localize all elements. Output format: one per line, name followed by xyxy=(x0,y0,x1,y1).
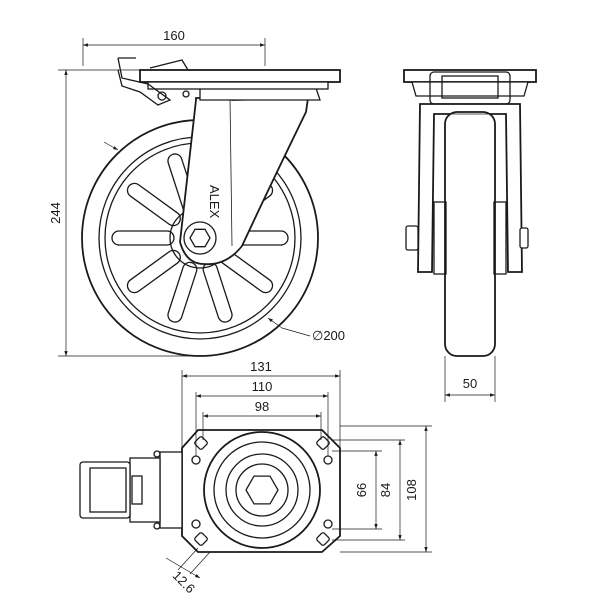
dim-width-total-label: 160 xyxy=(163,28,185,43)
dim-height-total-label: 244 xyxy=(48,202,63,224)
dim-slot-spacing-long: 84 xyxy=(332,439,405,541)
front-fork xyxy=(417,103,523,273)
dim-height-total: 244 xyxy=(48,69,198,357)
mounting-hole-br xyxy=(316,532,330,546)
dim-hole-spacing-outer: 110 xyxy=(195,379,329,456)
dim-plate-offset: 12.6 xyxy=(165,547,211,597)
dim-slot-spacing-long-label: 84 xyxy=(378,483,393,497)
side-view: ALEX 160 244 ∅200 xyxy=(48,28,345,357)
swivel-bearing-ring xyxy=(213,441,311,539)
dim-hole-spacing-inner-label: 98 xyxy=(255,399,269,414)
front-axle-nut-right xyxy=(519,227,529,249)
dim-plate-offset-label: 12.6 xyxy=(170,568,199,597)
fork xyxy=(179,97,310,266)
brake-housing xyxy=(79,450,183,530)
dim-plate-length: 108 xyxy=(340,425,432,553)
dim-slot-spacing-short: 66 xyxy=(332,450,382,530)
brake-lever xyxy=(117,57,190,106)
mounting-hole-bl xyxy=(194,532,208,546)
dim-wheel-diameter-label: ∅200 xyxy=(312,328,345,343)
swivel-bearing-outer xyxy=(203,431,321,549)
dim-wheel-width: 50 xyxy=(444,356,496,402)
axle-nut xyxy=(189,228,211,248)
mounting-hole-tl xyxy=(194,436,208,450)
king-pin-nut xyxy=(245,475,279,505)
dim-plate-width-label: 131 xyxy=(250,359,272,374)
brand-mark: ALEX xyxy=(207,185,222,219)
front-view: 50 xyxy=(403,69,537,402)
front-tyre xyxy=(444,111,496,357)
dim-wheel-width-label: 50 xyxy=(463,376,477,391)
dim-plate-width: 131 xyxy=(181,359,341,448)
dim-hole-spacing-outer-label: 110 xyxy=(252,379,273,394)
top-view: 131 110 98 66 84 xyxy=(79,359,432,597)
swivel-head xyxy=(199,87,321,101)
front-axle-nut-left xyxy=(405,225,419,251)
dim-slot-spacing-short-label: 66 xyxy=(354,483,369,497)
mounting-hole-tr xyxy=(316,436,330,450)
top-plate xyxy=(139,69,341,83)
dim-hole-spacing-inner: 98 xyxy=(202,399,322,440)
dim-wheel-diameter: ∅200 xyxy=(103,141,345,343)
dim-width-total: 160 xyxy=(82,28,266,66)
dim-plate-length-label: 108 xyxy=(404,479,419,501)
